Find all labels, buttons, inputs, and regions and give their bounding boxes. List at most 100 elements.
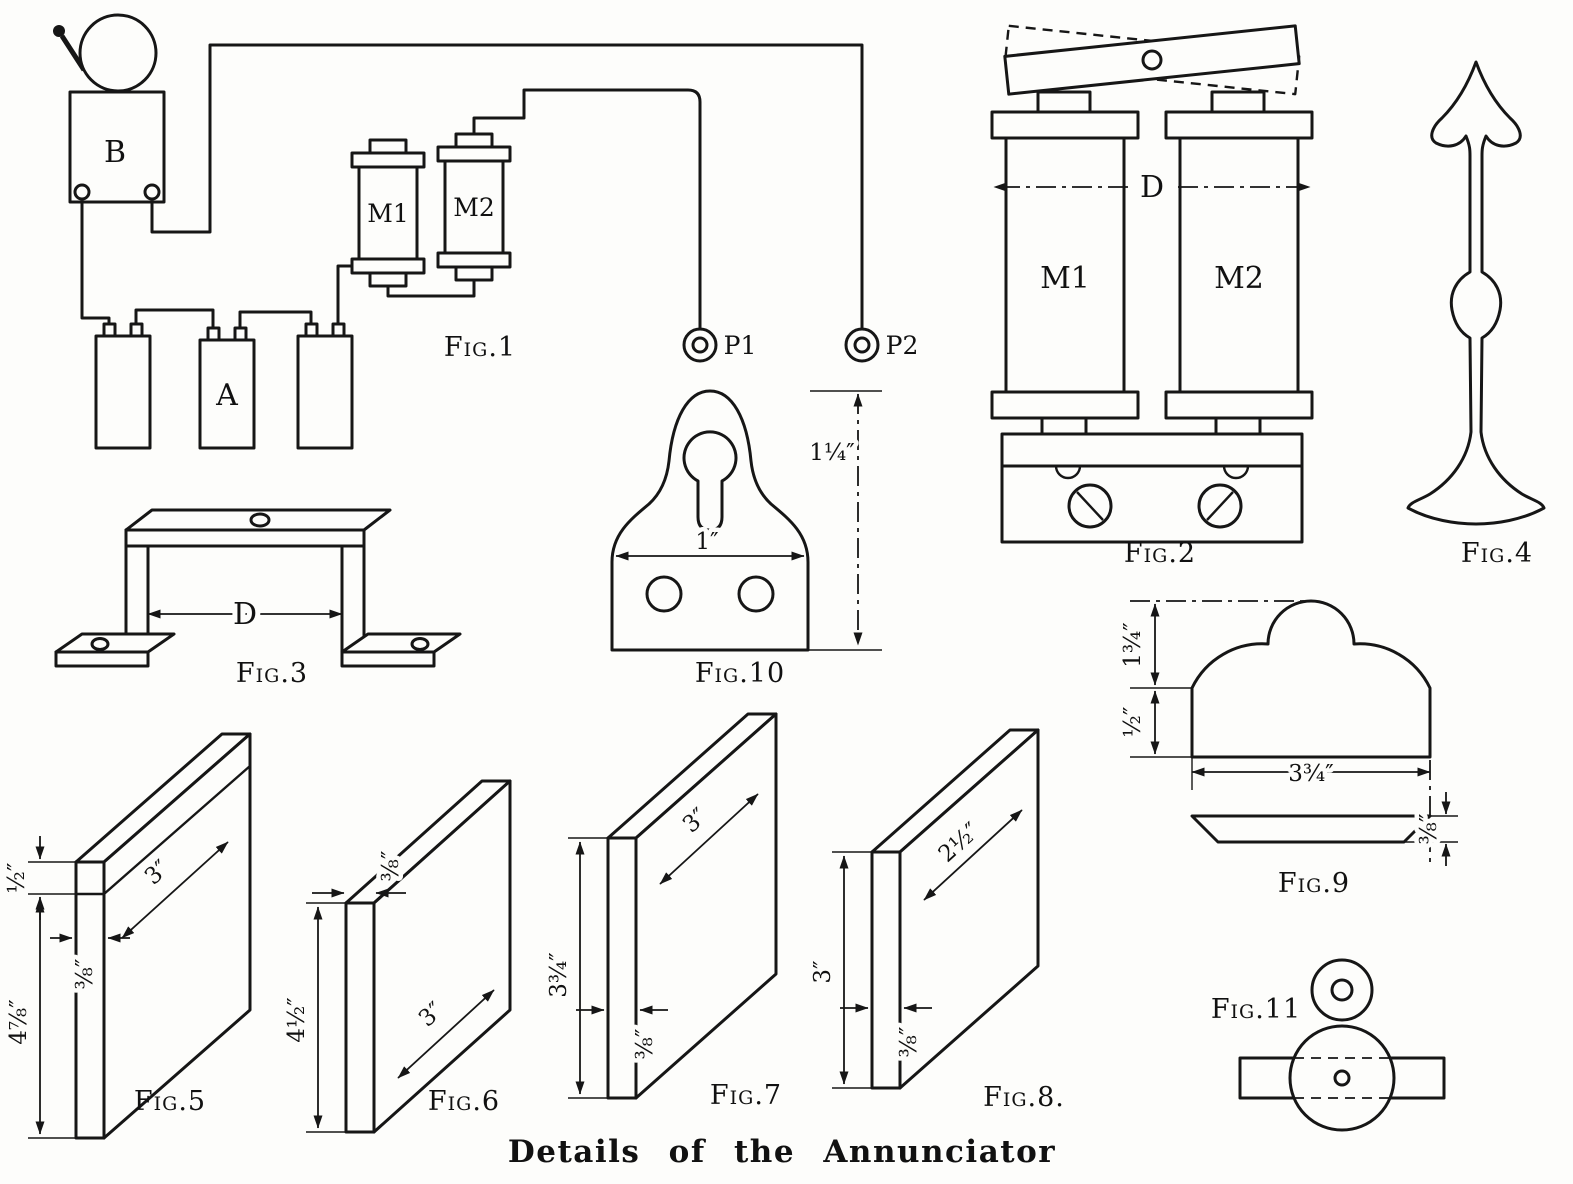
coil-m2: M2: [1164, 110, 1314, 420]
coil-flange: [436, 251, 512, 269]
coil-flange: [350, 257, 426, 275]
fig11-fitting: Fig.11: [1211, 958, 1446, 1132]
coil-flange: [1164, 110, 1314, 140]
coil-core: [368, 138, 408, 155]
bracket-top-hole: [249, 512, 271, 528]
battery-cell: [296, 334, 354, 450]
left-foot-front: [54, 650, 150, 668]
lower-dim-label: ½″: [1120, 706, 1146, 737]
screw-hole: [737, 575, 775, 613]
magnet-coil-m1: M1: [350, 138, 426, 288]
bracket-right-leg: [340, 544, 366, 654]
fig6-board: 4½″ ⅜″ 3″ Fig.6: [280, 779, 512, 1134]
dim-line-face: [659, 793, 759, 885]
bell-label: B: [104, 135, 126, 170]
electric-bell: B: [53, 13, 166, 204]
board-edge-face: [344, 901, 376, 1134]
coil-core: [454, 132, 494, 149]
bell-terminal: [143, 183, 161, 201]
height-dim-label: 4⅞″: [6, 999, 32, 1045]
screw-hole: [645, 575, 683, 613]
fig5-board: ½″ 4⅞″ ⅜″ 3″ Fig.5: [0, 732, 252, 1140]
dim-line-face: [923, 809, 1023, 901]
coil-flange: [436, 145, 512, 163]
bell-box: [68, 90, 166, 204]
fig3-bracket: D Fig.3: [54, 508, 462, 689]
fig10-keyhole-plate: 1″ 1¼″ Fig.10: [610, 389, 882, 689]
fig10-label: Fig.10: [695, 658, 785, 689]
battery-cell: [94, 334, 152, 450]
fig8-board: 3″ ⅜″ 2½″ Fig.8.: [806, 728, 1065, 1113]
upper-disc-hole: [1330, 978, 1354, 1002]
d-dim-label: D: [1140, 170, 1164, 205]
fig3-label: Fig.3: [236, 658, 308, 689]
height-dim-label: 4½″: [284, 997, 310, 1043]
base-notch: [1054, 465, 1082, 480]
thickness-dim-label: ⅜″: [632, 1028, 658, 1059]
fig6-label: Fig.6: [428, 1086, 500, 1117]
board-edge-face: [606, 836, 638, 1100]
right-foot-hole: [410, 637, 430, 651]
push-button-p1-center: [691, 336, 709, 354]
coil-flange: [990, 390, 1140, 420]
screw-slot: [1076, 491, 1104, 521]
fig1-label: Fig.1: [444, 332, 516, 363]
m2-label: M2: [1214, 261, 1264, 296]
board-edge-face: [74, 860, 106, 1140]
battery-terminal: [206, 326, 221, 342]
bell-terminal: [73, 183, 91, 201]
p2-label: P2: [886, 331, 919, 360]
thickness-dim-label: ⅜″: [896, 1026, 922, 1057]
battery-terminal: [233, 326, 248, 342]
battery-terminal: [102, 322, 117, 338]
bracket-top-front: [124, 528, 366, 548]
upper-dim-label: 1¾″: [1120, 622, 1146, 668]
core-top: [1210, 90, 1266, 114]
push-button-p2-center: [853, 336, 871, 354]
m2-label: M2: [453, 193, 495, 222]
fig2-label: Fig.2: [1124, 538, 1196, 569]
scalloped-outline: [1190, 599, 1432, 759]
screw-slot: [1206, 491, 1234, 521]
coil-core: [454, 265, 494, 282]
coil-flange: [990, 110, 1140, 140]
strip-dim-label: ⅜″: [1416, 813, 1442, 844]
height-dim-label: 3″: [810, 960, 836, 984]
battery-label: A: [215, 378, 238, 413]
fig7-board: 3¾″ ⅜″ 3″ Fig.7: [542, 712, 782, 1111]
coil-foot: [1040, 416, 1088, 436]
fig9-label: Fig.9: [1278, 868, 1350, 899]
left-foot-hole: [90, 637, 110, 651]
fig11-label: Fig.11: [1211, 994, 1301, 1025]
notch-dim-label: ½″: [4, 862, 30, 893]
board-edge-face: [870, 850, 902, 1090]
battery-cells: A: [94, 322, 354, 450]
armature-pivot: [1141, 49, 1163, 71]
height-dim-label: 1¼″: [809, 440, 855, 466]
thickness-dim-label: ⅜″: [378, 850, 404, 881]
battery-terminal: [304, 322, 319, 338]
m1-label: M1: [1040, 261, 1090, 296]
lower-disc-hole: [1333, 1069, 1351, 1087]
d-dim-label: D: [233, 597, 257, 632]
bell-gong: [78, 13, 158, 93]
fig1-wires: [80, 43, 864, 332]
p1-label: P1: [724, 331, 757, 360]
coil-body: [443, 159, 505, 255]
fig2-magnet-assembly: M1 M2 D Fig.2: [990, 24, 1314, 569]
height-dim-label: 3¾″: [546, 952, 572, 998]
left-foot-top: [54, 632, 176, 654]
bevel-strip: [1190, 814, 1432, 844]
base-front: [1000, 464, 1304, 544]
width-dim-label: 1″: [695, 529, 719, 555]
magnet-coil-m2: M2: [436, 132, 512, 282]
dim-line-face: [121, 841, 229, 939]
coil-core: [368, 271, 408, 288]
fig7-label: Fig.7: [710, 1080, 782, 1111]
right-foot-front: [340, 650, 436, 668]
coil-flange: [350, 151, 426, 169]
fig8-label: Fig.8.: [983, 1082, 1065, 1113]
coil-foot: [1214, 416, 1262, 436]
